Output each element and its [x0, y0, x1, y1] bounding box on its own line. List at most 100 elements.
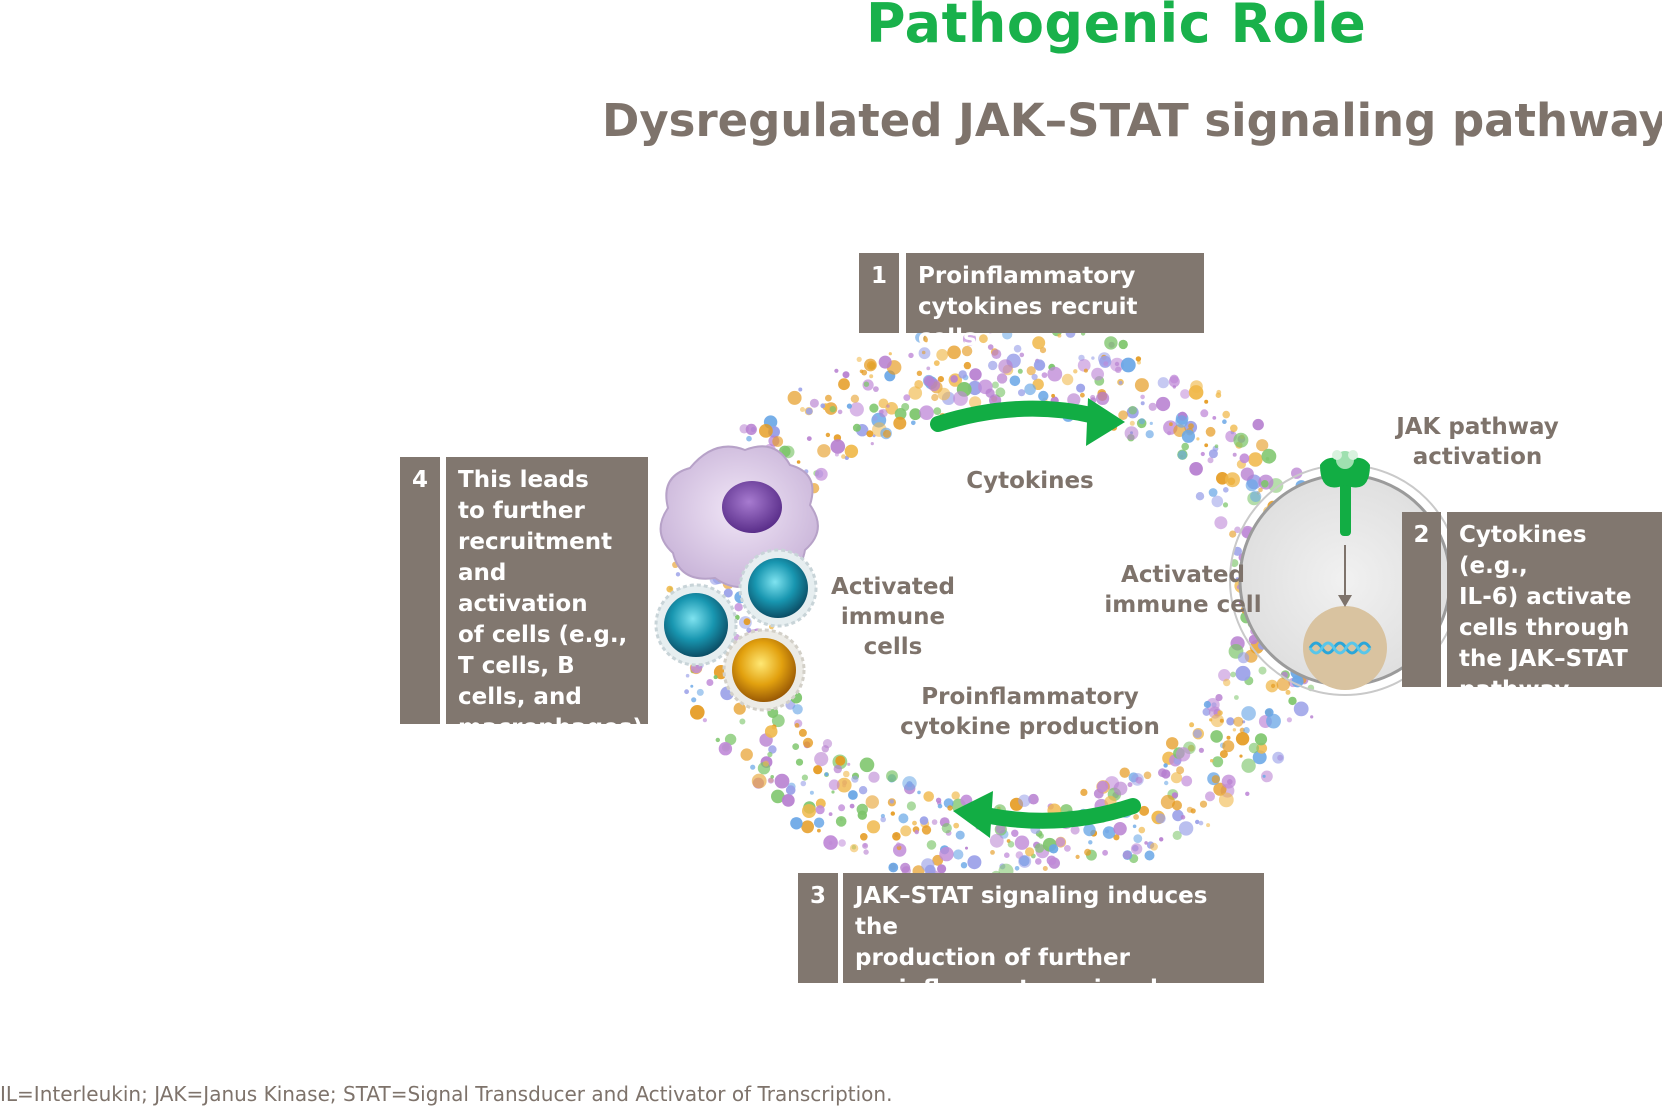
cytokine-particle [1004, 852, 1010, 858]
cytokine-particle [1080, 392, 1085, 398]
cytokine-particle [1026, 366, 1036, 376]
cytokine-particle [790, 817, 803, 830]
cytokine-particle [1254, 733, 1268, 746]
cytokine-particle [1230, 424, 1238, 433]
cytokine-particle [1205, 426, 1216, 437]
cytokine-particle [1235, 665, 1251, 681]
cytokine-particle [1234, 526, 1241, 534]
cytokine-particle [1132, 824, 1137, 829]
cytokine-particle [1035, 858, 1042, 865]
cytokine-particle [995, 824, 1006, 834]
cytokine-particle [1070, 825, 1080, 835]
cytokine-particle [1038, 390, 1049, 402]
proinflammatory-production-label: Proinflammatory cytokine production [900, 684, 1160, 740]
cytokine-particle [1076, 383, 1086, 393]
cytokine-particle [864, 358, 877, 372]
cytokine-particle [824, 772, 829, 777]
cytokine-particle [859, 369, 864, 374]
cytokine-particle [767, 777, 775, 784]
cytokine-particle [1195, 492, 1205, 501]
cytokine-particle [1218, 669, 1231, 682]
cytokine-particle [743, 618, 751, 626]
cytokine-particle [988, 360, 998, 371]
cytokine-particle [764, 725, 778, 738]
cytokine-particle [1180, 389, 1190, 399]
cytokine-particle [1134, 378, 1149, 393]
cytokine-particle [1261, 448, 1277, 464]
cytokine-particle [923, 791, 934, 802]
cytokine-particle [937, 864, 947, 874]
cytokine-particle [1024, 383, 1036, 396]
cytokine-particle [1222, 419, 1227, 425]
cytokine-particle [883, 429, 891, 438]
cytokine-particle [931, 819, 938, 825]
cytokine-particle [1135, 356, 1142, 362]
cytokine-particle [1073, 369, 1078, 374]
cytokine-particle [1018, 854, 1032, 868]
cytokine-particle [1208, 488, 1218, 497]
cytokine-particle [1223, 678, 1231, 687]
cytokine-particle [771, 714, 785, 728]
cytokine-particle [762, 760, 769, 767]
cytokine-particle [1180, 815, 1186, 820]
cytokine-particle [1075, 854, 1080, 860]
cytokine-particle [1210, 730, 1223, 743]
cytokine-particle [834, 368, 839, 373]
cytokine-particle [951, 791, 960, 800]
cytokine-particle [835, 816, 847, 827]
cytokine-particle [706, 679, 714, 686]
cytokine-particle [1199, 800, 1208, 808]
cytokine-particle [911, 420, 916, 426]
cytokine-particle [1229, 530, 1237, 538]
cytokine-particle [1051, 393, 1055, 398]
dna-icon [1308, 641, 1372, 655]
cytokine-particle [666, 585, 674, 593]
cytokine-particle [914, 380, 924, 389]
cytokine-particle [965, 846, 968, 850]
cytokine-particle [1133, 834, 1143, 843]
cytokine-particle [675, 572, 681, 577]
cytokine-particle [860, 833, 868, 841]
cytokine-particle [991, 381, 999, 389]
cytokine-particle [991, 349, 1002, 359]
activated-immune-cells-label: Activated immune cells [831, 574, 955, 660]
cytokine-particle [842, 371, 850, 379]
cytokine-particle [1133, 814, 1139, 820]
cytokine-particle [953, 822, 960, 829]
cytokine-particle [785, 785, 796, 795]
cytokine-particle [1222, 502, 1229, 508]
cytokine-particle [1256, 439, 1269, 452]
cytokine-particle [796, 460, 801, 464]
cytokine-particle [771, 789, 785, 804]
cytokine-particle [1080, 788, 1088, 797]
cytokine-particle [1248, 452, 1263, 467]
cytokine-particle [1261, 770, 1273, 783]
cytokine-particle [746, 435, 752, 442]
cytokine-particle [1170, 772, 1183, 784]
cytokine-particle [1177, 450, 1187, 460]
cytokine-particle [814, 467, 828, 481]
cytokine-particle [1196, 437, 1200, 441]
cytokine-particle [906, 801, 917, 811]
cytokine-particle [1018, 794, 1031, 807]
cytokine-particle [863, 843, 867, 847]
cytokine-particle [1193, 729, 1202, 738]
cytokine-particle [1240, 467, 1254, 481]
cytokine-particle [713, 675, 718, 680]
cytokine-particle [696, 688, 704, 696]
cytokine-particle [1235, 732, 1250, 746]
cytokine-particle [1245, 791, 1250, 796]
cytokine-particle [935, 797, 942, 803]
cytokine-particle [1258, 666, 1267, 675]
cytokine-particle [909, 408, 922, 421]
cytokine-particle [921, 350, 926, 355]
cytokine-particle [1113, 781, 1128, 796]
cytokine-particle [1163, 763, 1168, 768]
cytokine-particle [1144, 850, 1155, 861]
cytokine-particle [996, 373, 1008, 384]
cytokine-particle [1118, 339, 1128, 350]
cytokine-particle [1164, 780, 1169, 786]
cytokine-particle [1148, 402, 1157, 411]
cytokine-particle [890, 811, 895, 816]
cytokine-particle [1091, 367, 1104, 381]
